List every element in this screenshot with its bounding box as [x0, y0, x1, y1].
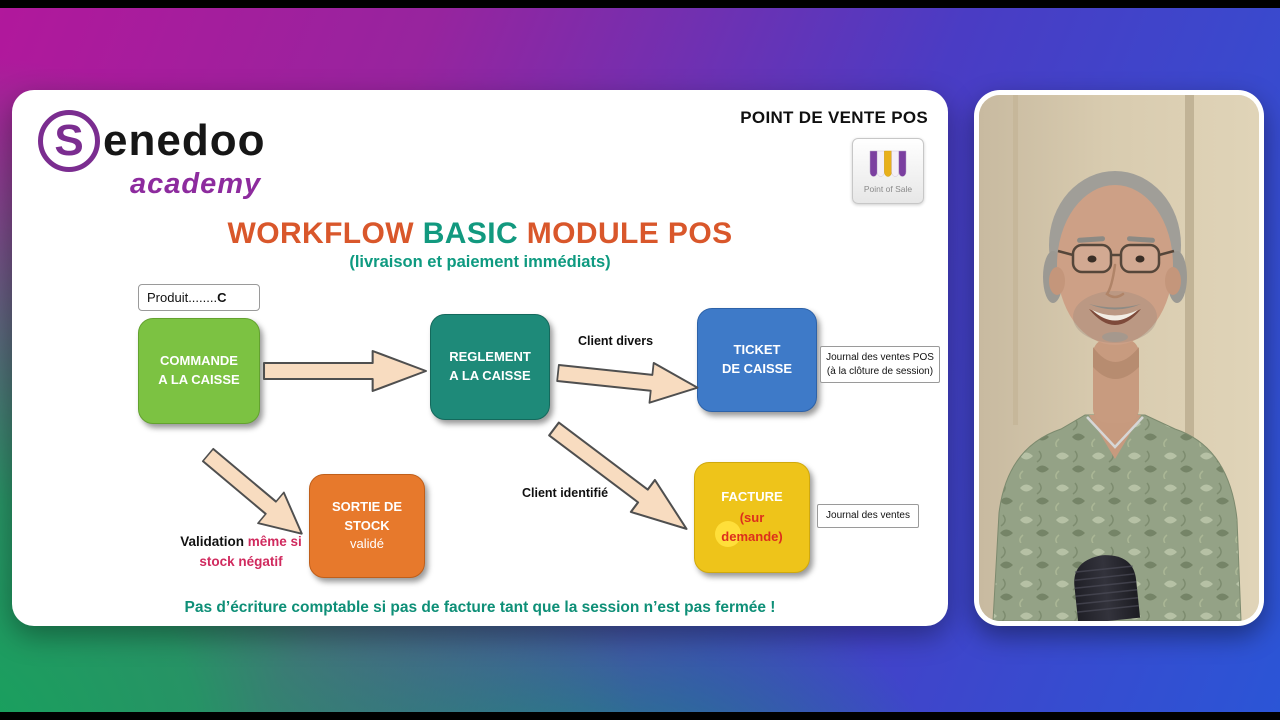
validation-note-black: Validation	[180, 534, 244, 549]
pos-app-icon-card: Point of Sale	[852, 138, 924, 204]
facture-subtitle: (sur demande)	[721, 510, 783, 544]
flow-node-commande: COMMANDE A LA CAISSE	[138, 318, 260, 424]
validation-note: Validation même si stock négatif	[165, 532, 317, 573]
senedoo-logo-tagline: academy	[130, 168, 262, 200]
produit-label-box: Produit........C	[138, 284, 260, 311]
microphone	[1074, 555, 1141, 621]
pos-awning-icon	[869, 150, 907, 177]
note-journal-pos-line1: Journal des ventes POS	[826, 352, 934, 363]
presenter-figure	[979, 95, 1259, 621]
slide-title: WORKFLOW BASIC MODULE POS	[12, 217, 948, 251]
senedoo-logo: S enedoo academy	[38, 110, 265, 201]
facture-title: FACTURE	[721, 489, 783, 505]
presenter-neck	[1093, 339, 1139, 423]
footer-note: Pas d’écriture comptable si pas de factu…	[184, 599, 776, 616]
sortie-stock-subtitle: validé	[350, 536, 384, 552]
note-journal-ventes-pos: Journal des ventes POS (à la clôture de …	[820, 346, 940, 383]
senedoo-logo-name: enedoo	[103, 116, 266, 165]
flow-arrow-commande-to-reglement	[262, 349, 427, 393]
slide-title-basic: BASIC	[422, 217, 527, 250]
slide-subtitle: (livraison et paiement immédiats)	[349, 253, 611, 271]
presenter-head	[1043, 171, 1187, 345]
presentation-slide: S enedoo academy POINT DE VENTE POS Poin…	[12, 90, 948, 626]
letterbox-top	[0, 0, 1280, 8]
presenter-necklace	[1086, 416, 1144, 449]
presenter-shirt	[992, 414, 1242, 621]
pos-header-title: POINT DE VENTE POS	[740, 108, 928, 127]
flow-node-facture: FACTURE (sur demande)	[694, 462, 810, 573]
webcam-video	[979, 95, 1259, 621]
flow-node-ticket: TICKET DE CAISSE	[697, 308, 817, 412]
flow-arrow-reglement-to-facture	[540, 411, 700, 546]
produit-label-prefix: Produit........	[147, 290, 218, 305]
pos-app-icon-caption: Point of Sale	[863, 183, 913, 194]
letterbox-bottom	[0, 712, 1280, 720]
webcam-panel	[974, 90, 1264, 626]
senedoo-logo-initial: S	[38, 110, 100, 172]
produit-label-suffix: C	[217, 290, 227, 305]
slide-title-module: MODULE POS	[526, 217, 733, 250]
sortie-stock-title: SORTIE DE STOCK	[331, 498, 403, 533]
note-journal-pos-line2: (à la clôture de session)	[826, 365, 934, 377]
slide-title-workflow: WORKFLOW	[227, 217, 423, 250]
label-client-divers: Client divers	[578, 334, 654, 348]
label-client-identifie: Client identifié	[522, 486, 609, 500]
flow-node-reglement: REGLEMENT A LA CAISSE	[430, 314, 550, 420]
flow-arrow-reglement-to-ticket	[554, 352, 701, 409]
note-journal-ventes: Journal des ventes	[817, 504, 919, 528]
validation-note-red: même si stock négatif	[199, 534, 302, 570]
flow-node-sortie-stock: SORTIE DE STOCK validé	[309, 474, 425, 578]
facture-highlight-dot	[715, 521, 741, 547]
presenter-collar	[1089, 415, 1141, 459]
